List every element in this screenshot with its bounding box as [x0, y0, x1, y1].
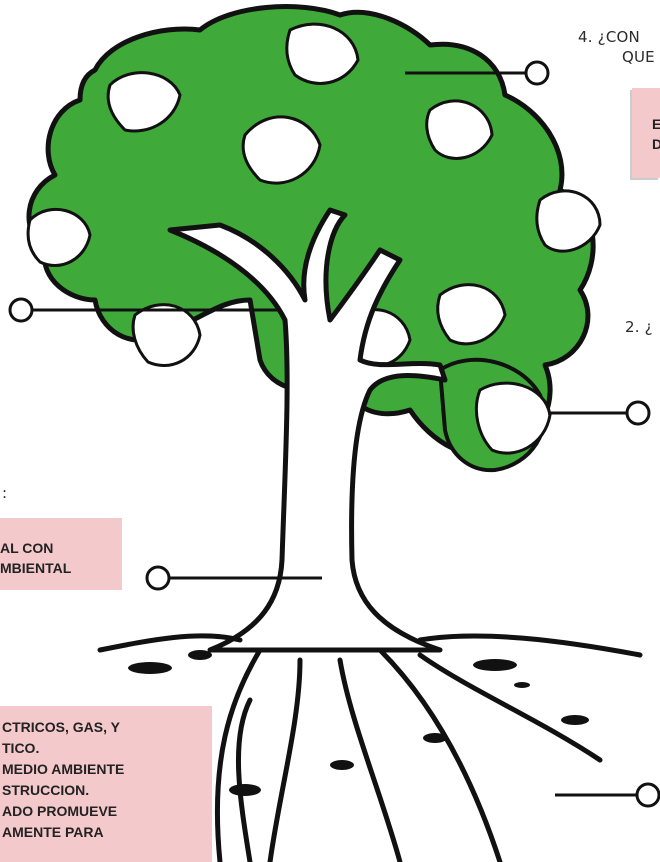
- answer-line: AMENTE PARA: [2, 824, 104, 840]
- leaf: [106, 71, 182, 133]
- pointer-circle: [524, 60, 550, 86]
- answer-line: AL CON: [0, 540, 54, 556]
- question-2: 2. ¿: [625, 318, 653, 336]
- answer-line: D: [652, 136, 660, 152]
- pointer-circle: [635, 782, 660, 808]
- answer-line: TICO.: [2, 740, 40, 756]
- leaf: [26, 207, 92, 268]
- answer-line: MEDIO AMBIENTE: [2, 761, 125, 777]
- answer-line: MBIENTAL: [0, 560, 72, 576]
- leaf-group: [26, 22, 602, 455]
- answer-line: CTRICOS, GAS, Y: [2, 719, 120, 735]
- answer-line: STRUCCION.: [2, 782, 90, 798]
- answer-box-left-middle: AL CON MBIENTAL: [0, 518, 122, 590]
- leaf: [285, 22, 360, 85]
- left-colon: :: [2, 484, 8, 502]
- pointer-circle: [145, 565, 171, 591]
- answer-box-bottom-left: CTRICOS, GAS, Y TICO. MEDIO AMBIENTE STR…: [0, 706, 212, 862]
- leaf: [425, 99, 494, 160]
- soil-marks: [128, 650, 589, 796]
- leaf: [535, 189, 602, 253]
- question-4-line-1: 4. ¿CON: [578, 28, 640, 46]
- question-4-line-2: QUE: [622, 48, 655, 66]
- pointer-circle: [8, 297, 34, 323]
- leaf: [436, 283, 507, 346]
- pointer-circle: [625, 400, 651, 426]
- leaf: [131, 303, 202, 368]
- leaf: [241, 115, 322, 185]
- answer-line: E: [652, 116, 660, 132]
- leaf: [474, 381, 552, 455]
- answer-box-top-right: E D: [632, 88, 660, 178]
- tree-trunk: [167, 207, 448, 653]
- pointer-lines: [8, 60, 660, 808]
- answer-line: ADO PROMUEVE: [2, 803, 118, 819]
